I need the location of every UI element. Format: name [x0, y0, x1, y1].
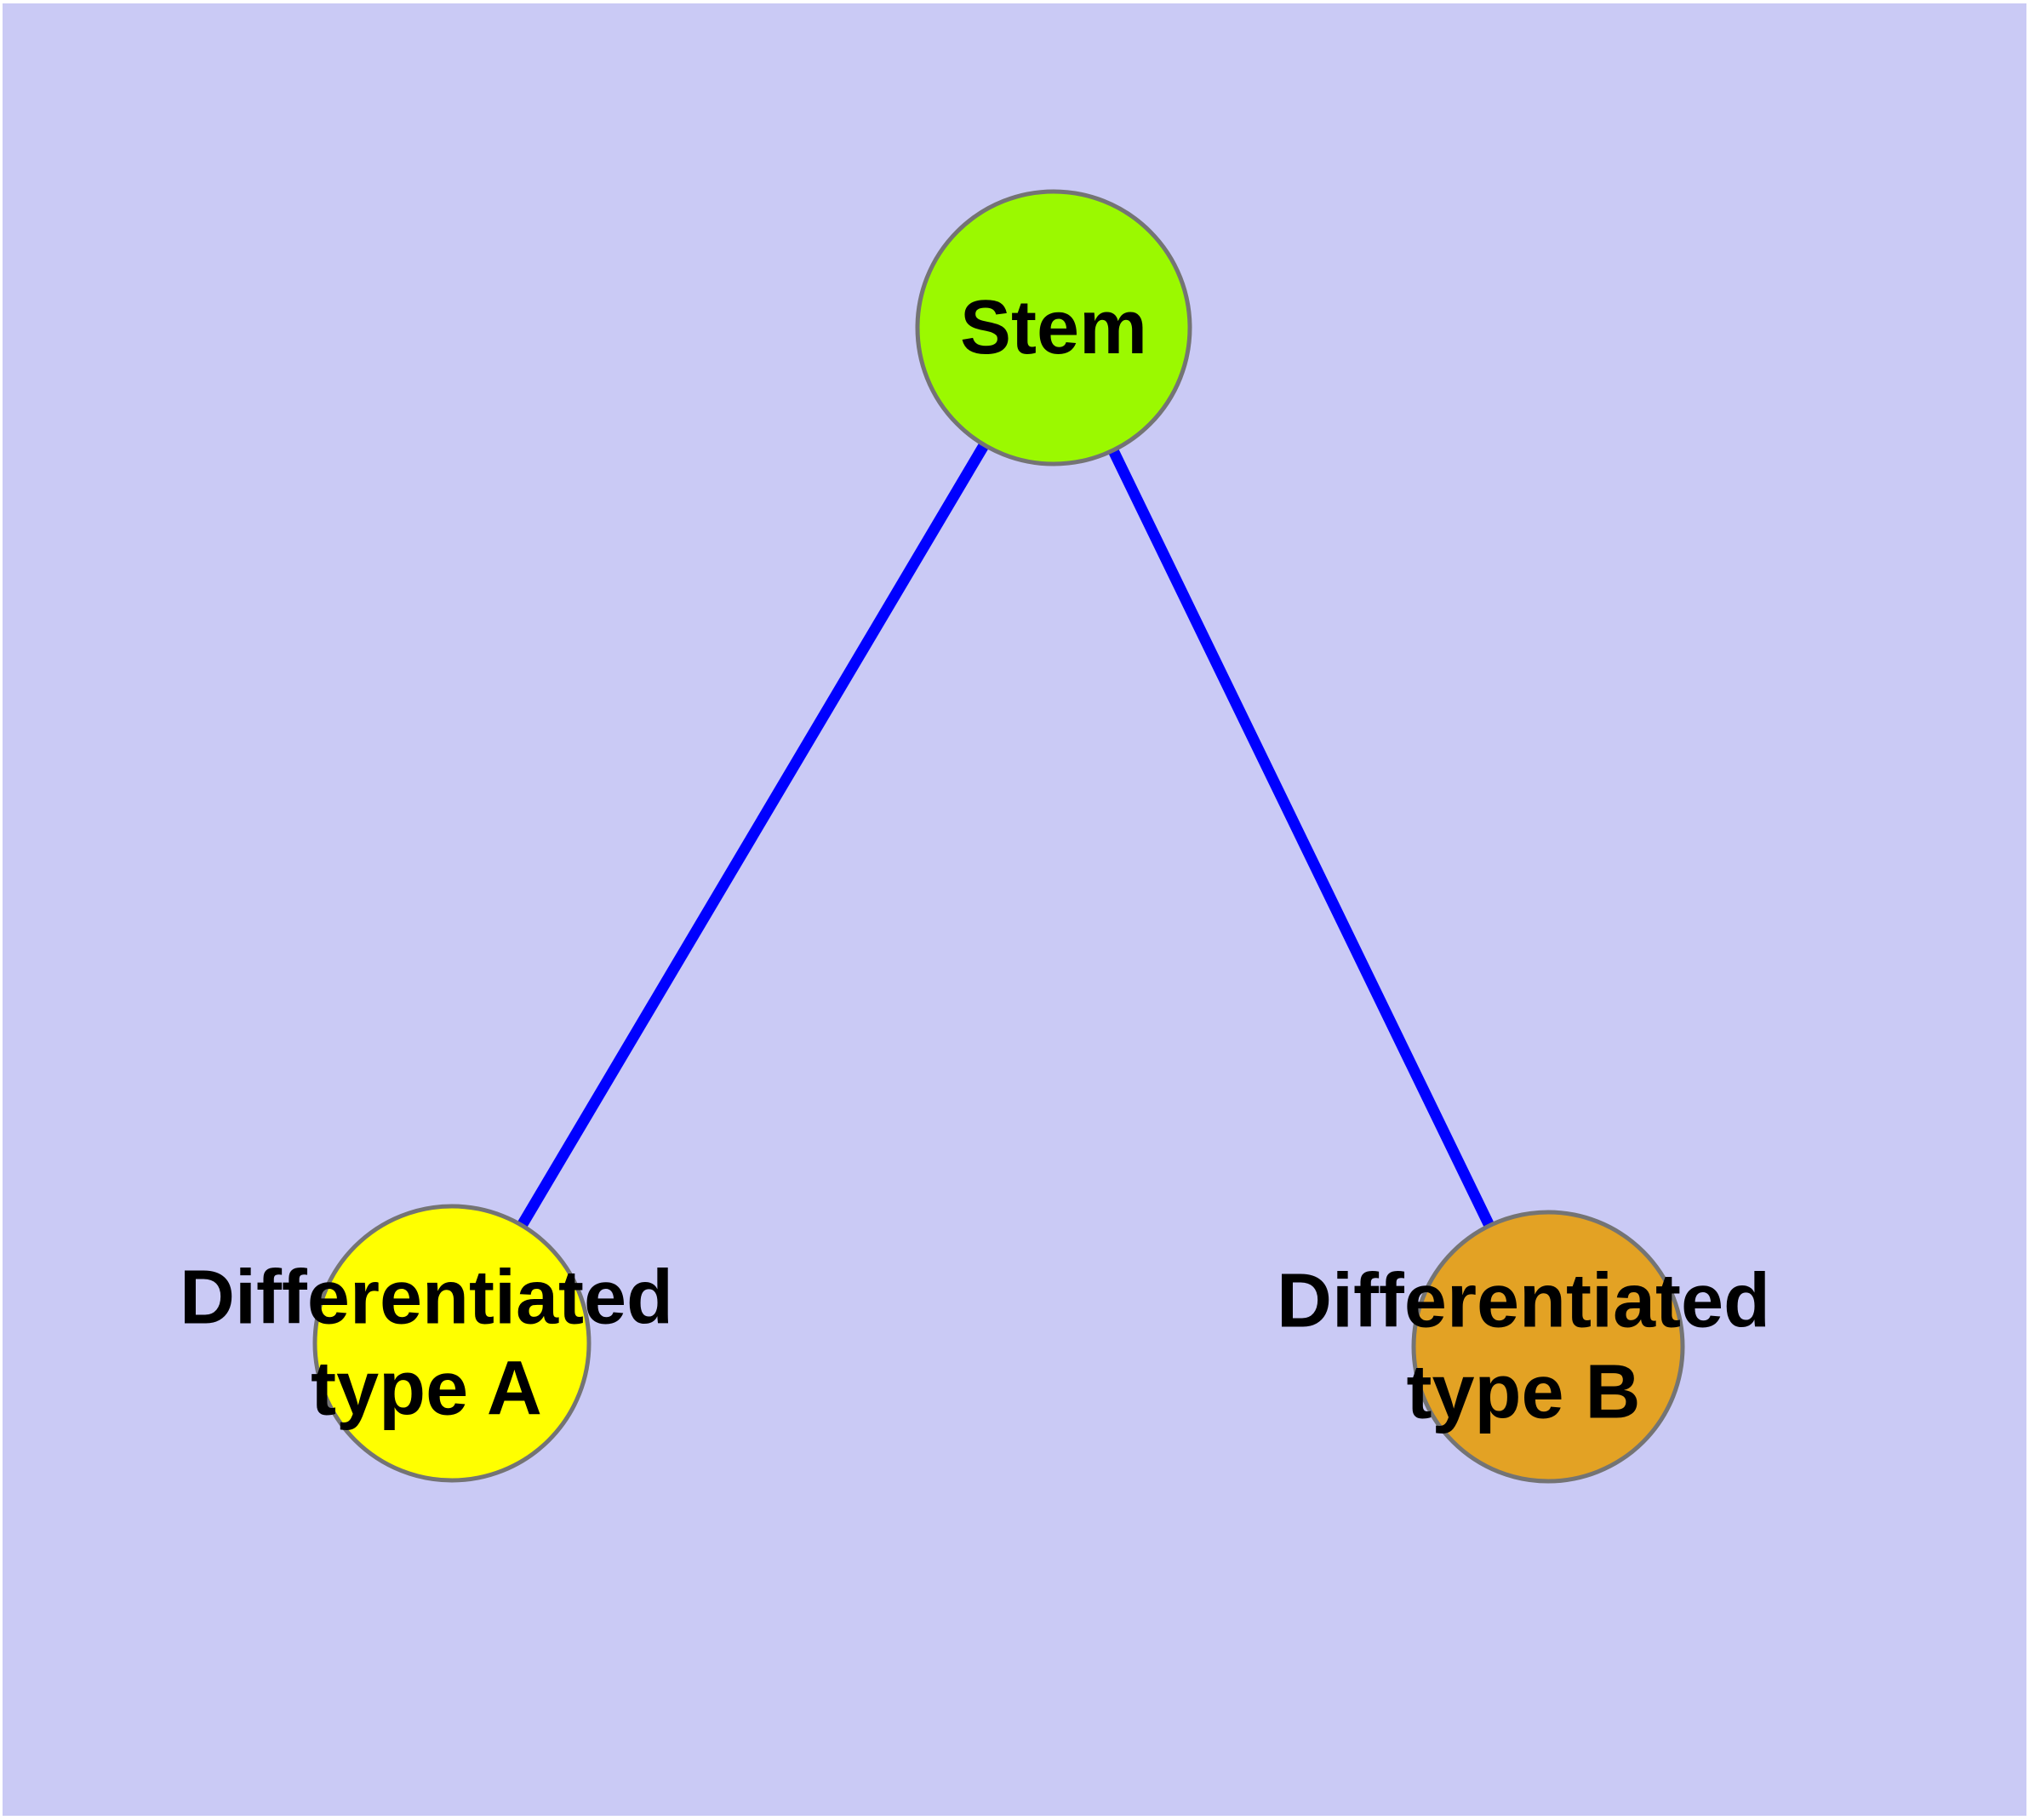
node-differentiated-type-a-circle[interactable] [312, 1204, 592, 1483]
edges-layer [447, 324, 1553, 1349]
edge-stem-to-type-b [1049, 325, 1553, 1349]
edge-stem-to-type-a [447, 324, 1059, 1347]
node-stem-label: Stem [960, 285, 1147, 370]
node-stem[interactable]: Stem [915, 189, 1192, 466]
node-differentiated-type-b-circle[interactable] [1411, 1210, 1685, 1484]
node-stem-circle[interactable] [915, 189, 1192, 466]
